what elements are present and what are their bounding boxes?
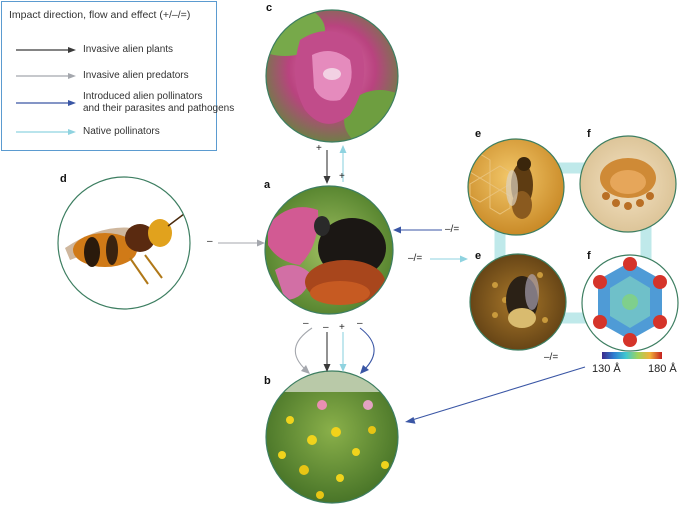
panel-label-a: a bbox=[264, 179, 271, 191]
legend-label-line2: and their parasites and pathogens bbox=[83, 103, 235, 114]
effect-ef-to-b: –/= bbox=[544, 352, 559, 363]
panel-c-flower-image bbox=[265, 9, 399, 143]
effect-a-to-b-2: – bbox=[323, 322, 329, 333]
effect-d-to-a: – bbox=[207, 236, 213, 247]
panel-e-honeybee-image bbox=[467, 138, 565, 236]
arrow-a-to-ef bbox=[460, 255, 468, 263]
arrow-ef-to-b bbox=[405, 417, 416, 424]
arrow-a-to-b-alien bbox=[360, 365, 369, 374]
ef-connector-ring bbox=[494, 162, 652, 324]
panel-label-e-top: e bbox=[475, 128, 482, 140]
effect-a-to-b-3: + bbox=[339, 322, 345, 333]
arrow-d-to-a bbox=[257, 239, 265, 247]
legend-label: Native pollinators bbox=[83, 126, 160, 137]
legend-label: Introduced alien pollinators bbox=[83, 91, 203, 102]
legend-label: Invasive alien predators bbox=[83, 70, 189, 81]
scale-max-label: 180 Å bbox=[648, 363, 677, 375]
arrow-a-to-b-native bbox=[339, 364, 347, 372]
arrow-a-to-b-plants bbox=[323, 364, 331, 372]
effect-a-to-b-1: – bbox=[303, 318, 309, 329]
panel-label-c: c bbox=[266, 2, 273, 14]
effect-c-to-a: + bbox=[316, 143, 322, 154]
legend-label: Invasive alien plants bbox=[83, 44, 174, 55]
effect-a-to-c: + bbox=[339, 171, 345, 182]
color-scale-bar bbox=[602, 352, 662, 359]
panel-a-bumblebee-image bbox=[264, 185, 394, 315]
legend-title: Impact direction, flow and effect (+/–/=… bbox=[9, 9, 191, 21]
arrow-a-to-c bbox=[339, 145, 347, 153]
legend-arrow-icon bbox=[16, 73, 76, 79]
scale-min-label: 130 Å bbox=[592, 363, 621, 375]
panel-b-meadow-image bbox=[265, 370, 399, 504]
panel-f-virus-structure-image bbox=[581, 254, 679, 352]
legend-arrow-icon bbox=[16, 129, 76, 135]
panel-e-bee-on-flower-image bbox=[469, 253, 567, 351]
panel-label-f-top: f bbox=[587, 128, 591, 140]
effect-a-to-b-4: – bbox=[357, 318, 363, 329]
legend-arrow-icon bbox=[16, 47, 76, 53]
panel-f-mite-image bbox=[579, 135, 677, 233]
legend-arrow-icon bbox=[16, 100, 76, 106]
arrow-c-to-a bbox=[323, 176, 331, 184]
panel-label-d: d bbox=[60, 173, 67, 185]
panel-label-e-bottom: e bbox=[475, 250, 482, 262]
legend-box: Impact direction, flow and effect (+/–/=… bbox=[1, 1, 234, 151]
effect-ef-to-a: –/= bbox=[445, 224, 460, 235]
panel-d-hornet-image bbox=[57, 176, 191, 310]
effect-a-to-ef: –/= bbox=[408, 253, 423, 264]
panel-label-f-bottom: f bbox=[587, 250, 591, 262]
panel-label-b: b bbox=[264, 375, 271, 387]
arrow-ef-to-a bbox=[393, 226, 401, 234]
arrow-a-to-b-predators bbox=[301, 365, 310, 374]
